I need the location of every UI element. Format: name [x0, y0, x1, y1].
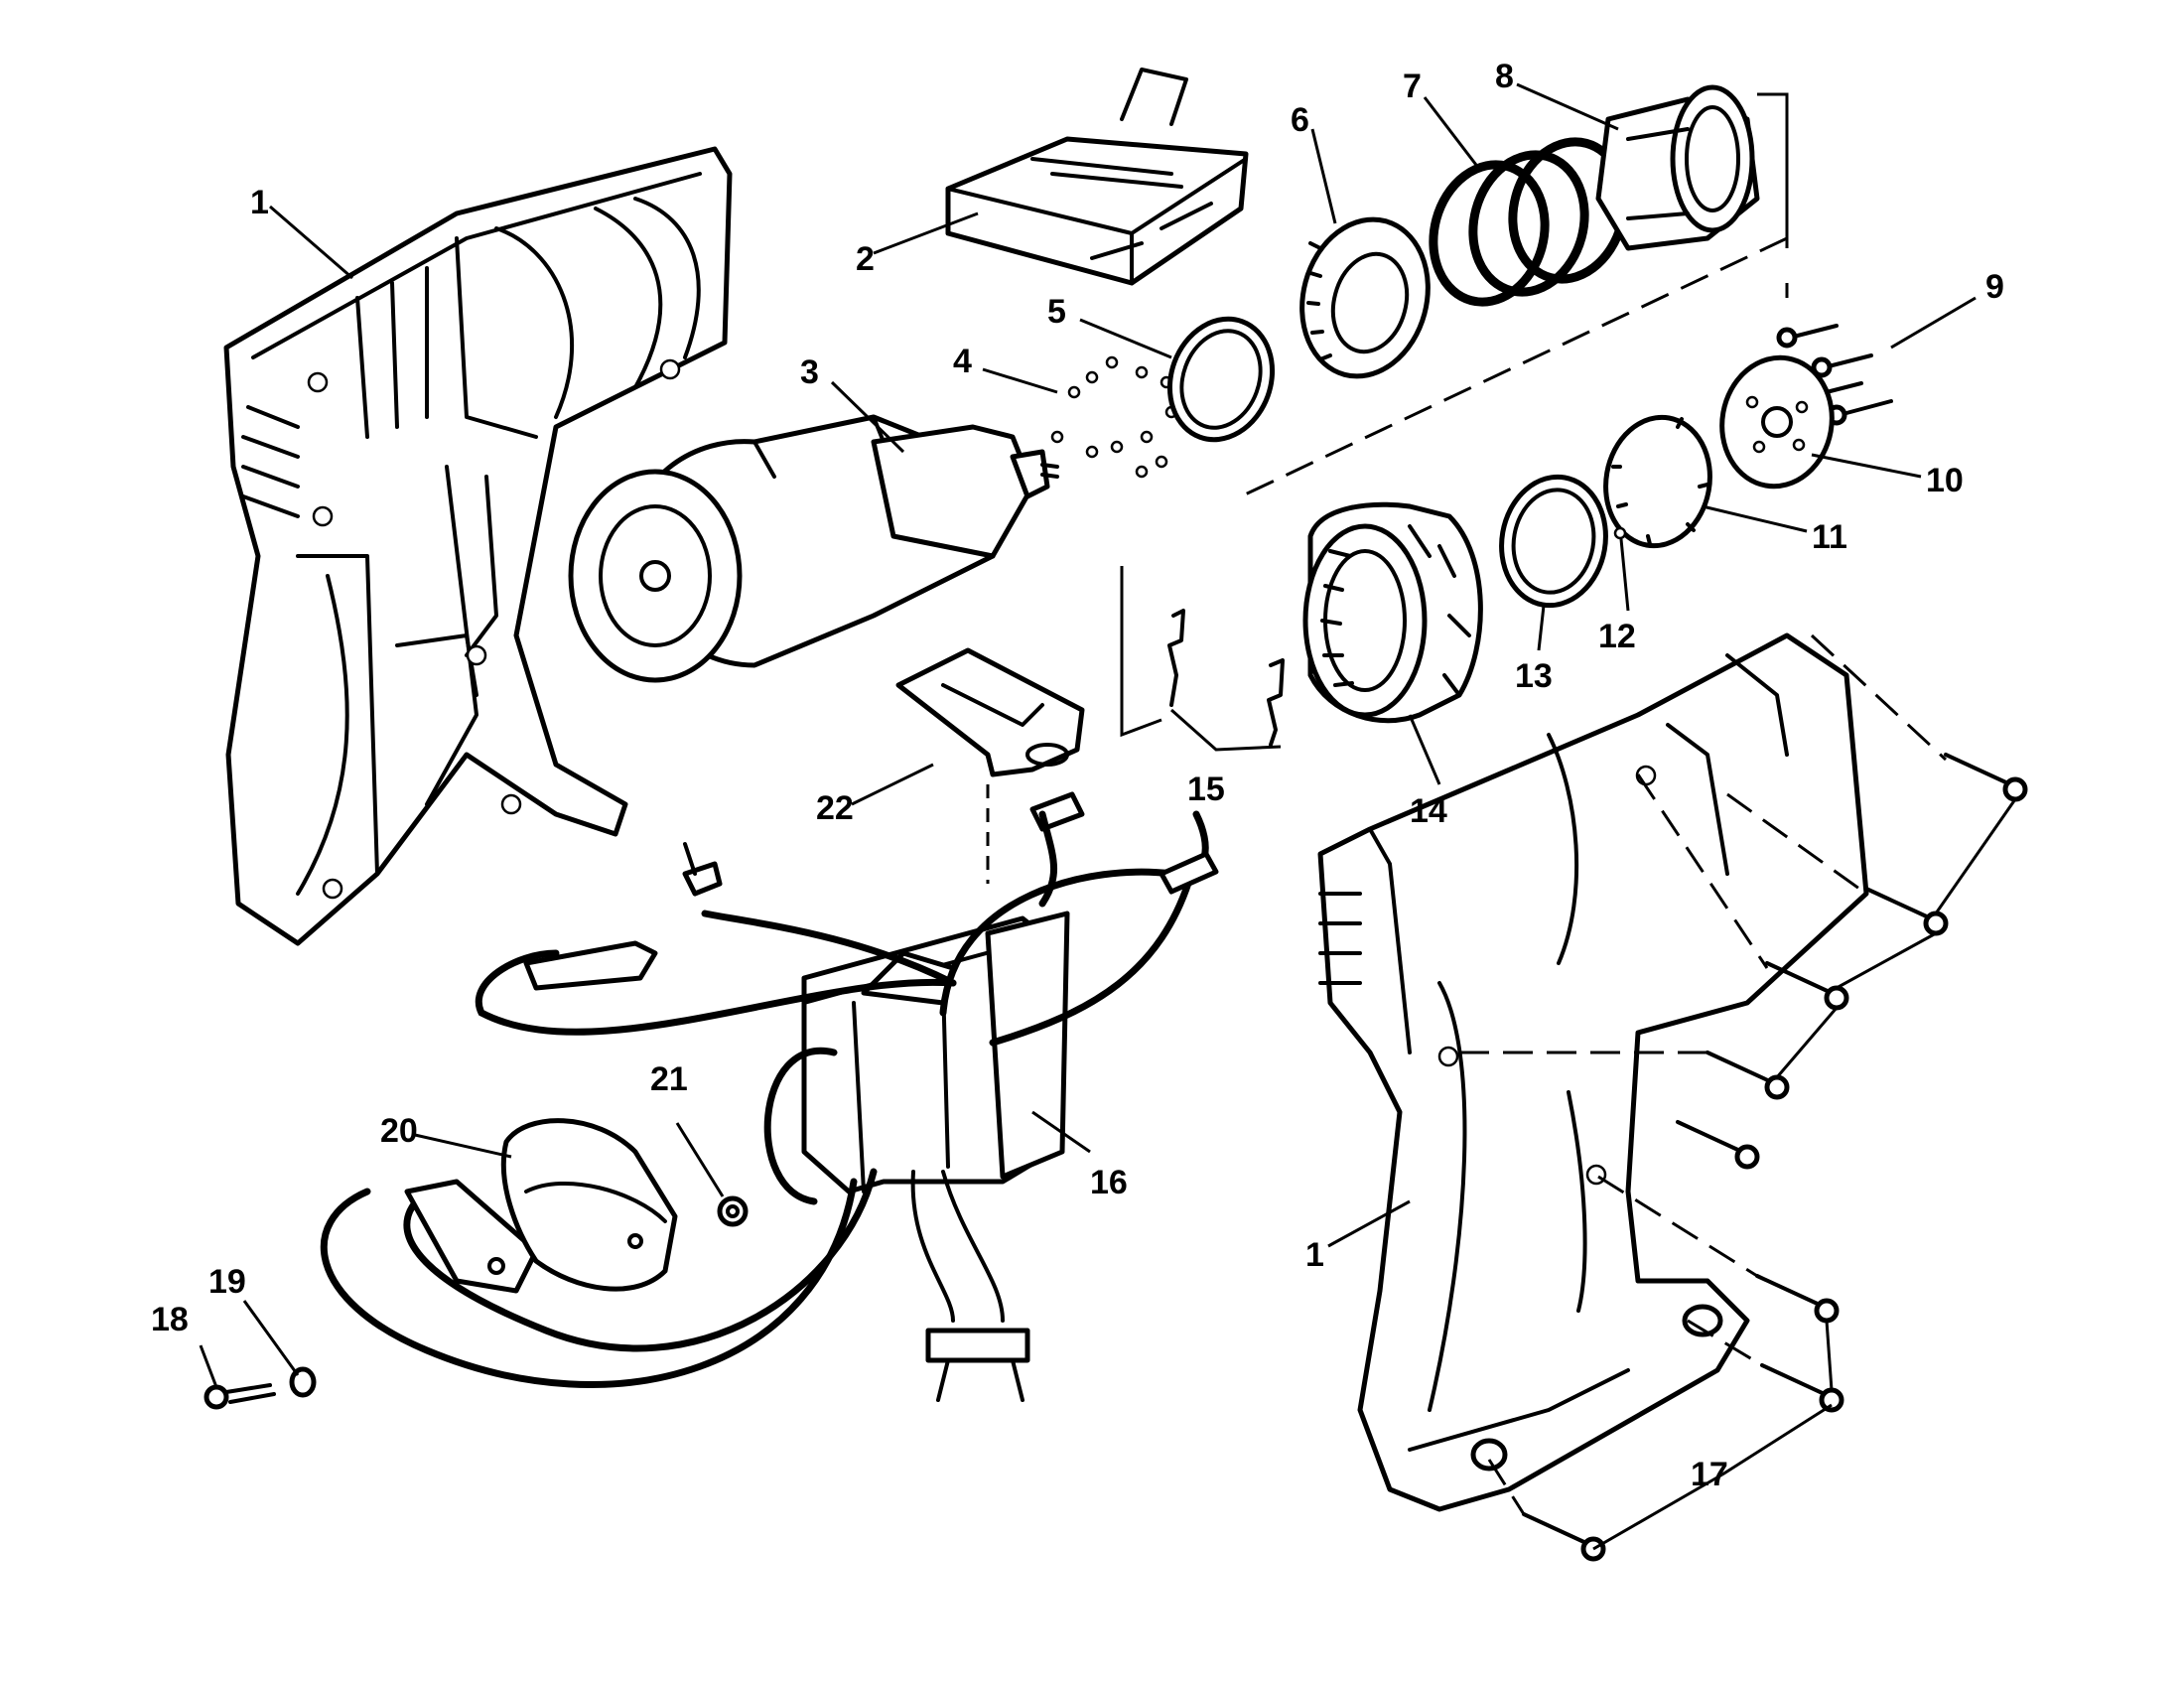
housing-left-half: [223, 146, 733, 946]
callout-11: 11: [1812, 518, 1847, 556]
ball-bearings: [1050, 355, 1178, 479]
callout-1-left: 1: [250, 184, 269, 221]
callout-21: 21: [650, 1060, 688, 1098]
hex-nut: [717, 1195, 749, 1227]
callout-4: 4: [953, 343, 972, 380]
callout-18: 18: [151, 1301, 189, 1338]
clutch-housing: [1595, 84, 1760, 251]
small-ball-12: [1613, 526, 1627, 540]
callout-7: 7: [1403, 68, 1422, 105]
spring-clips: [1167, 609, 1285, 752]
ring-gear: [1299, 216, 1431, 379]
callout-labels: 1 1 2 3 4 5 6 7 8 9 10 11 12 13 14 15 16…: [151, 58, 2004, 1493]
screw-18: [204, 1383, 276, 1410]
front-plate: [1719, 354, 1835, 490]
callout-5: 5: [1047, 293, 1066, 331]
lead-wires: [320, 1168, 1030, 1402]
leader-lines: [199, 82, 1977, 1551]
callout-9: 9: [1985, 268, 2004, 306]
housing-right-half: [1317, 632, 1869, 1512]
callout-16: 16: [1090, 1164, 1128, 1201]
switch-cover-pad: [500, 1118, 678, 1292]
forward-reverse-slider: [895, 647, 1085, 884]
battery-cap: [945, 68, 1249, 286]
callout-15: 15: [1187, 771, 1225, 808]
callout-3: 3: [800, 353, 819, 391]
ground-terminal: [404, 1179, 539, 1294]
callout-17: 17: [1691, 1456, 1728, 1493]
callout-22: 22: [816, 789, 854, 827]
washer-ring-5: [1166, 316, 1276, 443]
callout-20: 20: [380, 1112, 418, 1150]
callout-10: 10: [1926, 462, 1964, 499]
housing-screws: [1459, 633, 2028, 1562]
motor: [568, 414, 1059, 683]
assembly-bracket: [1120, 92, 1789, 738]
lock-washer-19: [289, 1366, 317, 1398]
callout-1-right: 1: [1305, 1236, 1324, 1274]
switch-assembly: [476, 791, 1219, 1205]
gear-case: [1302, 501, 1483, 724]
callout-12: 12: [1598, 618, 1636, 655]
retainer-plate: [1603, 414, 1712, 549]
callout-13: 13: [1515, 657, 1553, 695]
callout-6: 6: [1291, 101, 1309, 139]
callout-19: 19: [208, 1263, 246, 1301]
callout-14: 14: [1410, 792, 1447, 830]
washer-ring-13: [1499, 474, 1608, 609]
callout-8: 8: [1495, 58, 1514, 95]
callout-2: 2: [856, 240, 875, 278]
